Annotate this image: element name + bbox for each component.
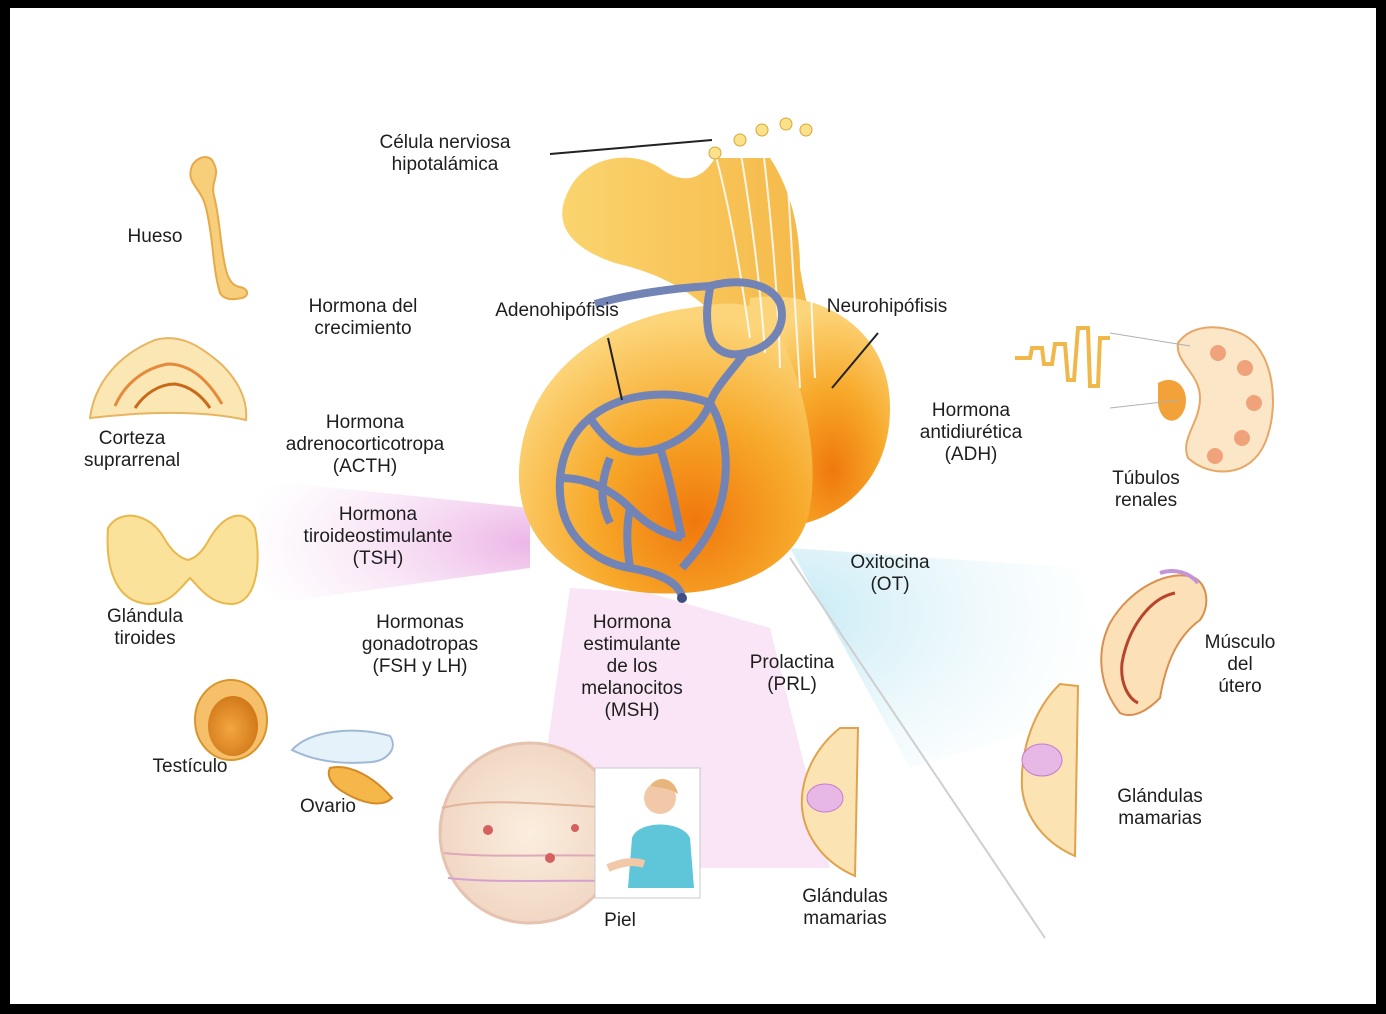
label-neurohipofisis: Neurohipófisis [827, 296, 947, 318]
label-oxitocina: Oxitocina (OT) [850, 552, 929, 596]
kidney-illustration [1015, 327, 1273, 471]
label-glandulas-mamarias-derecha: Glándulas mamarias [1117, 786, 1203, 830]
uterus-illustration [1101, 571, 1206, 715]
adrenal-cortex-illustration [90, 338, 246, 420]
label-adh: Hormona antidiurética (ADH) [920, 400, 1022, 466]
ovary-illustration [292, 731, 393, 804]
pituitary-gland [519, 118, 890, 603]
neuron-cell-bodies [709, 118, 812, 159]
label-corteza-suprarrenal: Corteza suprarrenal [84, 428, 180, 472]
label-glandulas-mamarias-centro: Glándulas mamarias [802, 886, 888, 930]
label-testiculo: Testículo [153, 756, 228, 778]
diagram-frame: Célula nerviosa hipotalámica Adenohipófi… [10, 8, 1376, 1004]
portal-vessel-outlet [677, 593, 687, 603]
skin-magnification-illustration [440, 743, 700, 923]
label-gonadotropas: Hormonas gonadotropas (FSH y LH) [362, 612, 478, 678]
label-adenohipofisis: Adenohipófisis [495, 300, 619, 322]
label-ovario: Ovario [300, 796, 356, 818]
label-celula-nerviosa: Célula nerviosa hipotalámica [380, 132, 511, 176]
label-acth: Hormona adrenocorticotropa (ACTH) [286, 412, 444, 478]
label-hueso: Hueso [128, 226, 183, 248]
thyroid-illustration [108, 516, 258, 604]
bone-illustration [190, 157, 247, 299]
testis-illustration [195, 680, 267, 760]
label-tsh: Hormona tiroideostimulante (TSH) [304, 504, 453, 570]
label-tubulos-renales: Túbulos renales [1112, 468, 1180, 512]
label-glandula-tiroides: Glándula tiroides [107, 606, 183, 650]
label-prolactina: Prolactina (PRL) [750, 652, 835, 696]
label-musculo-utero: Músculo del útero [1205, 632, 1276, 698]
label-msh: Hormona estimulante de los melanocitos (… [581, 612, 682, 722]
leader-celula-nerviosa [550, 140, 712, 154]
label-piel: Piel [604, 910, 636, 932]
label-hormona-crecimiento: Hormona del crecimiento [309, 296, 418, 340]
